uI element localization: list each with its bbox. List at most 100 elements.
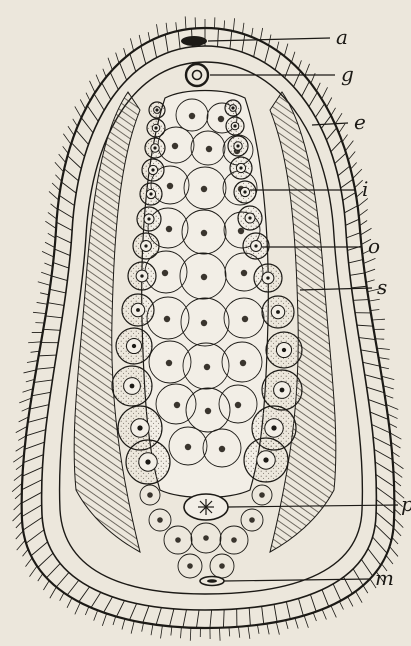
epithelial-cell-wall (165, 35, 168, 53)
epithelial-cell-wall (58, 209, 73, 218)
lower-nucleus (203, 535, 209, 541)
yolk-nucleus (201, 320, 207, 326)
epithelial-cell-wall (333, 584, 341, 601)
epithelial-cell-wall (230, 31, 232, 49)
epithelial-cell-wall (352, 286, 367, 288)
germ-nucleolus (263, 457, 268, 462)
germ-nucleolus (140, 274, 143, 277)
cilium (45, 221, 56, 228)
yolk-nucleus (242, 316, 248, 322)
cilium (96, 75, 100, 85)
germ-nucleolus (239, 166, 242, 169)
lower-nucleus (175, 537, 181, 543)
cilium (393, 528, 401, 536)
cilium (233, 18, 234, 31)
epithelial-cell-wall (52, 276, 68, 281)
yolk-nucleus (240, 360, 246, 366)
yolk-nucleus (235, 402, 241, 408)
epithelial-cell-wall (26, 530, 44, 543)
epithelial-cell-wall (34, 380, 52, 383)
cilium (284, 44, 288, 56)
germ-nucleolus (132, 344, 136, 348)
cilium (60, 593, 64, 601)
yolk-nucleus (189, 113, 195, 119)
epithelial-cell-wall (196, 610, 199, 628)
epithelial-cell-wall (153, 40, 157, 58)
cilium (22, 389, 32, 393)
epithelial-cell-wall (50, 289, 66, 293)
germ-nucleolus (130, 384, 135, 389)
epithelial-cell-wall (249, 608, 250, 626)
cilium (393, 461, 404, 468)
epithelial-cell-wall (22, 505, 42, 517)
epithelial-cell-wall (32, 392, 51, 395)
epithelial-cell-wall (321, 116, 331, 129)
epithelial-cell-wall (254, 39, 258, 56)
epithelial-cell-wall (350, 273, 365, 275)
epithelial-cell-wall (23, 517, 42, 530)
cilium (394, 518, 403, 527)
epithelial-cell-wall (31, 542, 48, 556)
cilium (12, 483, 22, 491)
cilium (379, 358, 390, 360)
cilium (28, 342, 41, 343)
cilium (19, 398, 31, 403)
cilium (38, 574, 43, 581)
germ-nucleolus (147, 217, 150, 220)
yolk-nucleus (166, 360, 172, 366)
cilium (25, 558, 32, 567)
epithelial-cell-wall (375, 462, 393, 473)
germ-nucleolus (276, 310, 280, 314)
cilium (292, 52, 295, 62)
cilium (342, 135, 347, 142)
yolk-nucleus (174, 402, 180, 408)
epithelial-cell-wall (183, 610, 187, 628)
cilium (335, 113, 342, 124)
epithelial-cell-wall (223, 610, 224, 628)
epithelial-cell-wall (178, 31, 180, 49)
epithelial-cell-wall (76, 130, 88, 144)
epithelial-cell-wall (275, 53, 280, 70)
epithelial-cell-wall (120, 63, 127, 81)
cilium (313, 613, 316, 621)
germ-nucleolus (153, 146, 156, 149)
cilium (59, 154, 66, 162)
epithelial-cell-wall (265, 46, 270, 63)
germ-nucleolus (282, 348, 286, 352)
cilium (260, 28, 262, 41)
cilium (366, 280, 375, 283)
epithelial-cell-wall (373, 437, 391, 446)
epithelial-cell-wall (22, 467, 42, 476)
cilium (75, 603, 80, 615)
epithelial-cell-wall (22, 492, 42, 503)
cilium (52, 183, 60, 191)
cilium (148, 32, 150, 41)
germ-nucleolus (145, 459, 150, 464)
ring-structure-outer (186, 64, 208, 86)
cilium (363, 585, 368, 593)
cilium (131, 621, 134, 634)
cilium (386, 555, 393, 564)
lower-nucleus (147, 492, 153, 498)
cilium (68, 126, 74, 135)
cilium (130, 38, 133, 51)
epithelial-cell-wall (346, 233, 360, 238)
cilium (45, 242, 55, 247)
epithelial-cell-wall (23, 455, 43, 463)
yolk-nucleus (205, 408, 211, 414)
epithelial-cell-wall (372, 424, 390, 432)
epithelial-cell-wall (22, 480, 42, 490)
epithelial-cell-wall (71, 143, 84, 157)
cilium (359, 209, 368, 216)
label-p: p (401, 492, 411, 516)
cilium (166, 23, 167, 34)
epithelial-cell-wall (81, 118, 93, 133)
epithelial-cell-wall (365, 375, 382, 380)
epithelial-cell-wall (326, 128, 336, 140)
cilium (304, 615, 308, 627)
cilium (63, 134, 71, 145)
yolk-nucleus (201, 230, 207, 236)
cilium (339, 601, 343, 609)
yolk-nucleus (241, 270, 247, 276)
cilium (139, 35, 141, 46)
